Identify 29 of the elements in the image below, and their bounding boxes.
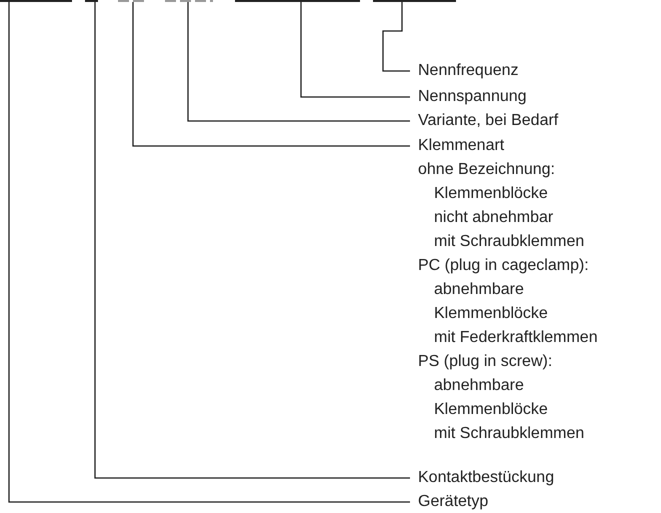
leader-line [132, 2, 410, 147]
blank-field-line [373, 0, 456, 2]
code-position-label: Variante, bei Bedarf [410, 111, 558, 131]
option-description: nicht abnehmbar [434, 208, 554, 228]
option-description: mit Schraubklemmen [434, 424, 584, 444]
code-position-label: Gerätetyp [410, 492, 488, 512]
leader-line [300, 2, 410, 98]
leader-line [94, 2, 410, 479]
option-heading: ohne Bezeichnung: [418, 160, 555, 180]
option-description: mit Federkraftklemmen [434, 328, 598, 348]
option-heading: PS (plug in screw): [418, 352, 552, 372]
option-description: Klemmenblöcke [434, 304, 548, 324]
leader-line [187, 2, 410, 122]
leader-line [382, 2, 410, 72]
blank-field-line [0, 0, 72, 2]
code-position-label: Kontaktbestückung [410, 468, 554, 488]
code-position-label: Nennfrequenz [410, 61, 519, 81]
option-heading: PC (plug in cageclamp): [418, 256, 589, 276]
code-position-label: Nennspannung [410, 87, 527, 107]
option-description: abnehmbare [434, 376, 524, 396]
blank-field-line [85, 0, 98, 2]
leader-line [8, 2, 410, 503]
option-description: mit Schraubklemmen [434, 232, 584, 252]
option-description: Klemmenblöcke [434, 400, 548, 420]
blank-field-line [165, 0, 213, 2]
blank-field-line [235, 0, 360, 2]
code-position-label: Klemmenart [410, 136, 504, 156]
option-description: Klemmenblöcke [434, 184, 548, 204]
option-description: abnehmbare [434, 280, 524, 300]
